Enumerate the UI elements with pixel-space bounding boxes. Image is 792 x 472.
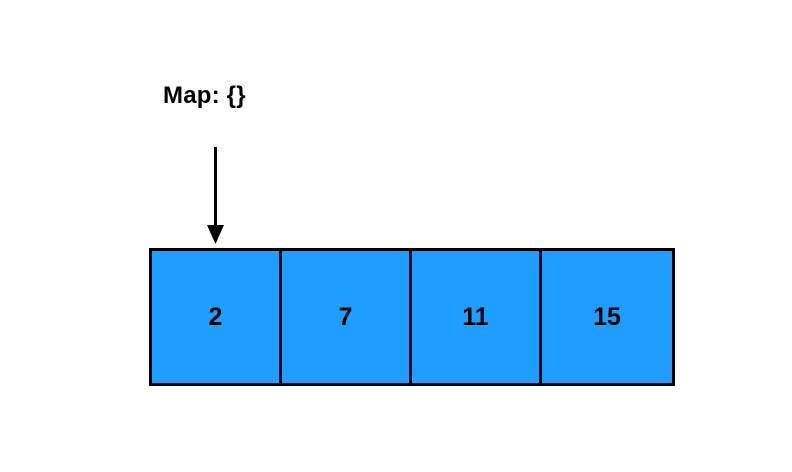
array-cell[interactable]: 7 [282, 251, 412, 383]
array-cell-value: 11 [462, 302, 489, 331]
array-cell[interactable]: 11 [412, 251, 542, 383]
array-cell-value: 2 [208, 302, 223, 331]
array-cell[interactable]: 15 [542, 251, 672, 383]
array-cell-value: 7 [338, 302, 353, 331]
map-label: Map: {} [163, 82, 246, 109]
array-container: 2 7 11 15 [149, 248, 675, 386]
array-cell[interactable]: 2 [152, 251, 282, 383]
array-cell-value: 15 [593, 302, 621, 331]
down-arrow-icon [198, 145, 234, 247]
